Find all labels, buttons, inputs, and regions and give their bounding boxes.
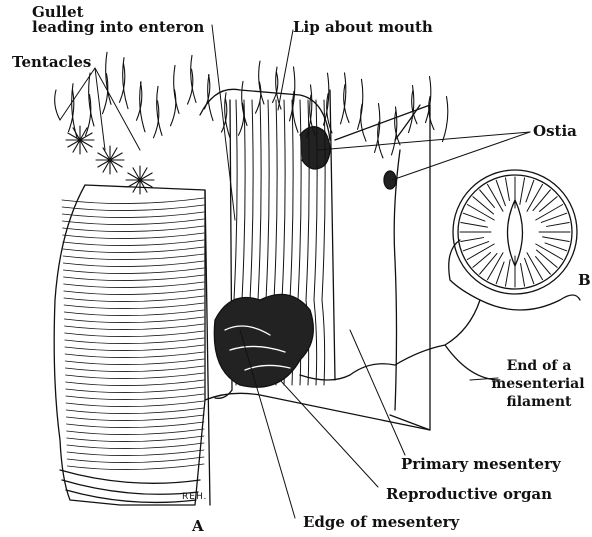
label-tentacles: Tentacles [12,54,91,70]
label-a: A [192,518,204,534]
label-b: B [578,272,591,288]
body-column [54,185,205,505]
label-ostia: Ostia [533,123,577,139]
label-reproductive-organ: Reproductive organ [386,486,552,502]
label-filament-line1: End of a [494,358,584,374]
label-filament-line3: filament [494,394,584,410]
label-lip-about-mouth: Lip about mouth [293,19,433,35]
label-edge-of-mesentery: Edge of mesentery [303,514,459,530]
reproductive-organ [214,294,313,387]
label-primary-mesentery: Primary mesentery [401,456,561,472]
signature: REH. [182,492,207,502]
primary-mesentery-panel [335,105,430,430]
label-filament-line2: mesenterial [488,376,588,392]
label-gullet-line2: leading into enteron [32,19,204,35]
section-b [453,170,577,294]
